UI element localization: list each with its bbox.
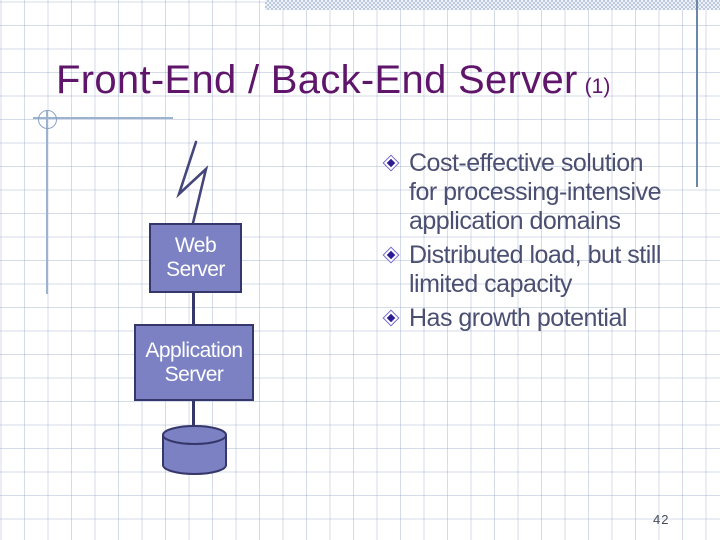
bullet-1-line-1: Cost-effective solution xyxy=(409,149,644,177)
bullet-text-3: Has growth potential xyxy=(409,304,683,333)
right-edge-line xyxy=(696,0,698,187)
diamond-bullet-icon xyxy=(382,246,400,264)
connector-line-web-to-app xyxy=(192,292,195,325)
bullet-1-line-2: for processing-intensive xyxy=(409,178,662,206)
bullet-1-line-3: application domains xyxy=(409,207,621,235)
drafting-horizontal-line xyxy=(33,117,173,119)
diamond-bullet-inner xyxy=(386,313,396,323)
page-number: 42 xyxy=(653,512,670,527)
bullet-text-1: Cost-effective solution for processing-i… xyxy=(409,149,683,236)
web-server-box: Web Server xyxy=(149,223,242,293)
application-server-label-line2: Server xyxy=(164,362,224,386)
top-edge-hatched-band xyxy=(265,0,720,10)
drafting-circle-icon xyxy=(38,110,57,129)
bullet-list: Cost-effective solution for processing-i… xyxy=(382,149,683,333)
web-server-label-line2: Server xyxy=(166,258,225,281)
bullet-item-1: Cost-effective solution for processing-i… xyxy=(382,149,683,236)
drafting-vertical-line xyxy=(46,111,48,294)
diamond-bullet-inner xyxy=(386,250,396,260)
slide-title-suffix: (1) xyxy=(584,75,611,98)
bullet-2-line-2: limited capacity xyxy=(409,270,572,298)
slide-title: Front-End / Back-End Server (1) xyxy=(56,58,610,103)
diamond-bullet-inner xyxy=(386,158,396,168)
bullet-item-3: Has growth potential xyxy=(382,304,683,333)
diamond-bullet-icon xyxy=(382,309,400,327)
bullet-3-line-1: Has growth potential xyxy=(409,304,627,332)
bullet-text-2: Distributed load, but still limited capa… xyxy=(409,241,683,299)
database-cylinder-icon xyxy=(162,425,227,475)
lightning-bolt-icon xyxy=(176,140,209,225)
application-server-box: Application Server xyxy=(134,324,254,401)
application-server-label-line1: Application xyxy=(145,338,243,362)
connector-line-app-to-database xyxy=(192,400,195,428)
bullet-2-line-1: Distributed load, but still xyxy=(409,241,661,269)
web-server-label-line1: Web xyxy=(174,234,217,257)
bullet-item-2: Distributed load, but still limited capa… xyxy=(382,241,683,299)
diamond-bullet-icon xyxy=(382,154,400,172)
slide-title-text: Front-End / Back-End Server xyxy=(56,58,578,102)
